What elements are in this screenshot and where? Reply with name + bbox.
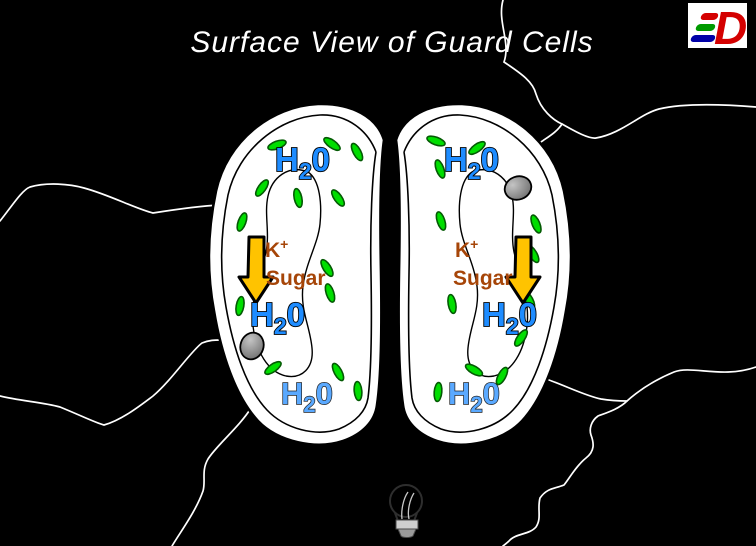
chloroplast [292,187,304,209]
chloroplast-group [235,135,542,403]
left-cell-vacuole [251,169,322,378]
chloroplast [513,329,529,347]
right-down-arrow-icon [504,235,542,305]
solute-labels: K+ Sugar K+ Sugar [265,236,513,290]
light-bulb-icon [389,484,423,538]
potassium-label: K+ [265,236,288,262]
left-down-arrow-icon [237,235,275,305]
right-cell-inner-membrane [403,114,560,433]
right-cell-nucleus [503,175,533,201]
page-title: Surface View of Guard Cells [190,26,593,59]
logo-bar-green [695,24,716,31]
logo-e-bars [690,13,719,42]
chloroplast [323,136,341,152]
chloroplast [495,366,509,386]
chloroplast [267,139,287,151]
bulb-base [395,519,419,530]
bulb-filament [401,491,415,520]
epidermal-line [0,339,222,426]
epidermal-line [502,400,628,546]
chloroplast [435,211,447,231]
chloroplast [468,140,486,156]
epidermal-line [561,103,756,139]
chloroplast [433,381,443,403]
water-label: H20 [275,141,330,184]
chloroplast [530,214,542,234]
chloroplast [236,212,248,232]
chloroplast [426,135,446,147]
chloroplast [331,362,345,382]
potassium-label: K+ [455,236,478,262]
left-cell-nucleus [239,331,265,361]
water-label: H20 [444,141,499,184]
chloroplasts [235,135,542,403]
right-cell-vacuole [458,169,529,378]
epidermal-line [171,407,252,546]
brand-logo: D [688,2,747,54]
left-cell-inner-membrane [220,114,377,433]
chloroplast [254,179,270,197]
logo-letter-d: D [714,2,747,54]
chloroplast [264,360,282,376]
chloroplast [434,159,446,179]
chloroplast [464,363,484,377]
influx-arrows [237,235,542,305]
logo-bar-red [700,13,719,20]
chloroplast [350,142,364,162]
bulb-base-cap [397,528,417,538]
chloroplast [330,189,346,207]
chloroplast [353,380,363,402]
chloroplast [447,293,457,315]
epidermal-line [0,183,221,222]
bulb-glass [389,484,423,518]
epidermal-line [500,0,564,143]
chloroplast [324,283,336,303]
logo-bar-blue [690,35,716,42]
chloroplast [235,295,245,317]
water-label: H20 [448,376,500,417]
water-label: H20 [482,296,537,339]
chloroplast [320,258,334,278]
water-label: H20 [281,376,333,417]
water-label: H20 [250,296,305,339]
sugar-label: Sugar [266,267,326,290]
sugar-label: Sugar [453,267,513,290]
